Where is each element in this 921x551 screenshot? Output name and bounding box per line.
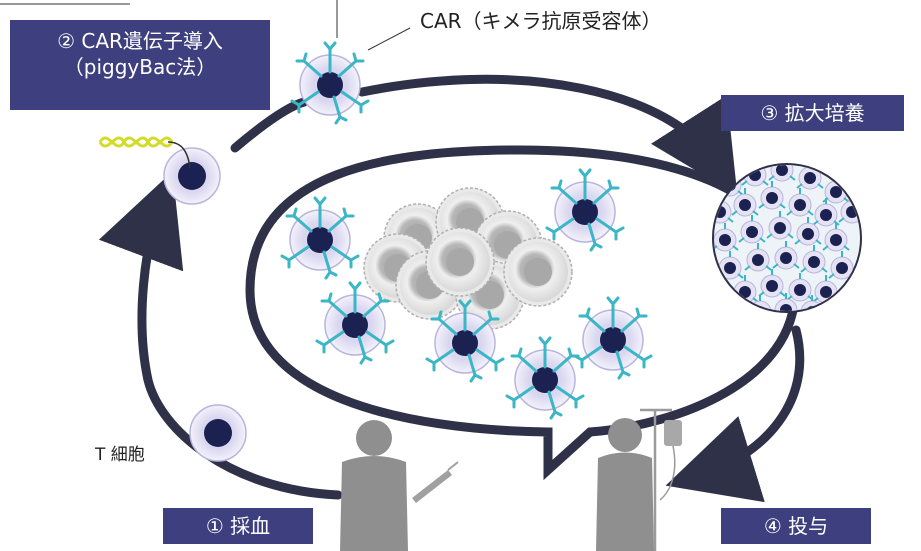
step2-line1: ② CAR遺伝子導入 — [57, 29, 223, 53]
iv-stand-icon — [640, 408, 672, 551]
iv-bag-icon — [664, 420, 682, 446]
person-blood-draw — [340, 420, 459, 551]
car-label: CAR（キメラ抗原受容体） — [420, 9, 662, 33]
syringe-icon — [412, 470, 452, 503]
tcell-label: T 細胞 — [95, 445, 145, 465]
step2-label: ② CAR遺伝子導入 （piggyBac法） — [10, 20, 270, 110]
step1-label: ① 採血 — [163, 508, 313, 544]
cycle-arrows — [98, 74, 805, 503]
cart-cell-top — [290, 41, 370, 125]
tcell-lower — [189, 404, 247, 462]
culture-dish — [712, 163, 862, 313]
person-infusion — [596, 408, 682, 551]
step3-label: ③ 拡大培養 — [721, 95, 904, 131]
tcell-with-dna — [98, 136, 221, 205]
step4-label: ④ 投与 — [721, 508, 871, 544]
step2-line2: （piggyBac法） — [63, 55, 217, 79]
car-pointer-line — [367, 27, 411, 51]
